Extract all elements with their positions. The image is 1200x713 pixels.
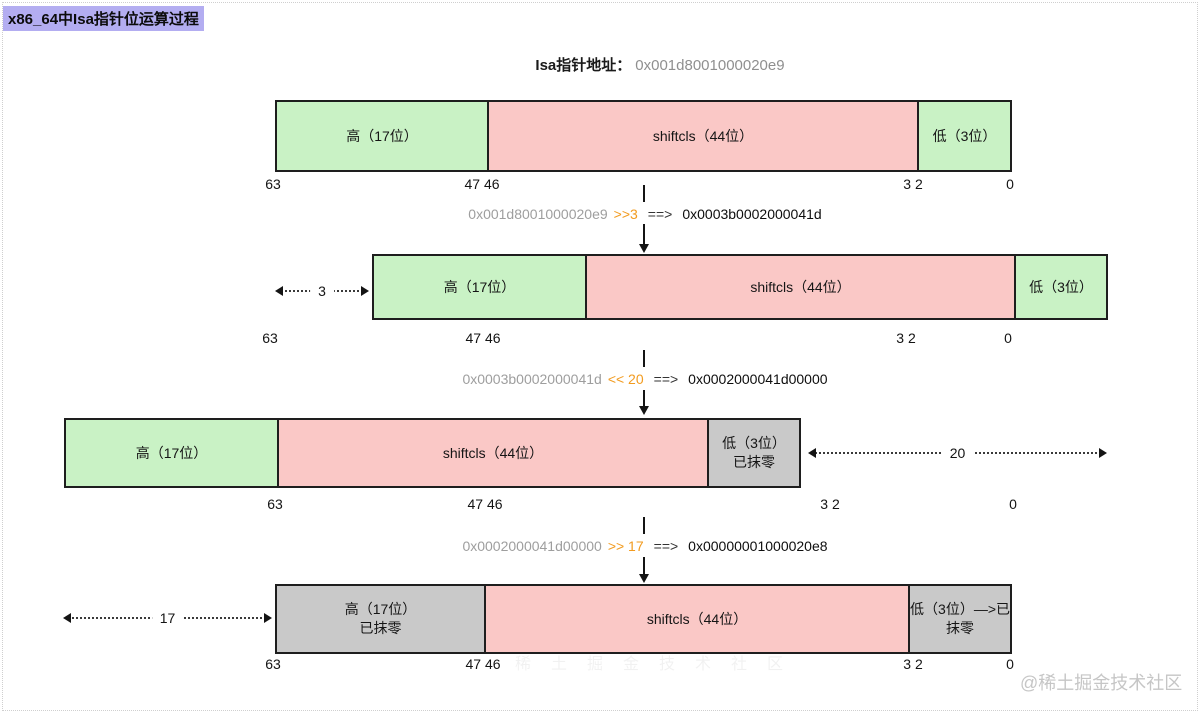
operation-1: 0x001d8001000020e9 >>3 ==> 0x0003b000200004… (468, 206, 821, 222)
segment-label: 高（17位） (443, 278, 516, 295)
bit-index-47-46: 47 46 (465, 330, 501, 346)
bit-index-63: 63 (262, 330, 278, 346)
connector-line (643, 350, 645, 367)
bit-bar-row-4: 高（17位） 已抹零 shiftcls（44位） 低（3位）—>已 抹零 (275, 584, 1012, 654)
segment-label: shiftcls（44位） (442, 444, 544, 461)
connector-line (643, 185, 645, 202)
segment-low-zeroed: 低（3位）—>已 抹零 (908, 586, 1010, 652)
bit-index-3-2: 3 2 (903, 656, 923, 672)
bit-index-47-46: 47 46 (465, 656, 501, 672)
page-title: x86_64中Isa指针位运算过程 (3, 6, 204, 31)
operation-result: 0x0003b0002000041d (682, 206, 822, 222)
bit-index-0: 0 (1006, 176, 1014, 192)
down-arrow-icon (643, 224, 645, 244)
segment-label: 已抹零 (733, 454, 775, 470)
segment-label: 高（17位） (135, 444, 208, 461)
operation-3: 0x0002000041d00000 >> 17 ==> 0x000000010000… (462, 538, 827, 554)
arrowhead-right-icon (361, 286, 369, 296)
bit-index-63: 63 (267, 496, 283, 512)
segment-label: shiftcls（44位） (652, 127, 754, 144)
operation-2: 0x0003b0002000041d << 20 ==> 0x0002000041d0… (462, 371, 827, 387)
watermark-ghost: 稀土掘金技术社区 (515, 656, 804, 673)
shift-amount-arrow-right-17: 17 (63, 610, 272, 626)
operation-implies-icon: ==> (647, 206, 673, 222)
connector-line (643, 517, 645, 534)
arrowhead-right-icon (1099, 448, 1107, 458)
operation-implies-icon: ==> (653, 538, 679, 554)
segment-label: shiftcls（44位） (750, 278, 851, 295)
operation-result: 0x0002000041d00000 (688, 371, 828, 387)
segment-label: 低（3位） (932, 127, 997, 144)
operation-implies-icon: ==> (653, 371, 679, 387)
bit-index-3-2: 3 2 (903, 176, 923, 192)
segment-shiftcls: shiftcls（44位） (585, 256, 1014, 318)
bit-index-3-2: 3 2 (896, 330, 916, 346)
arrowhead-left-icon (808, 448, 816, 458)
segment-low: 低（3位） (1014, 256, 1106, 318)
bit-index-47-46: 47 46 (464, 176, 500, 192)
segment-label: 高（17位） (344, 601, 417, 617)
segment-label: 抹零 (946, 620, 975, 636)
arrowhead-left-icon (275, 286, 283, 296)
segment-high: 高（17位） (374, 256, 585, 318)
shift-amount-label: 3 (310, 283, 334, 299)
bit-bar-row-1: 高（17位） shiftcls（44位） 低（3位） (275, 100, 1012, 172)
segment-high: 高（17位） (66, 420, 277, 486)
operation-shift: >>3 (613, 206, 638, 222)
segment-label: 低（3位）—>已 (910, 601, 1010, 617)
segment-high-zeroed: 高（17位） 已抹零 (277, 586, 485, 652)
watermark: @稀土掘金技术社区 (1020, 673, 1183, 693)
down-arrow-icon (643, 390, 645, 406)
segment-label: 已抹零 (359, 620, 402, 636)
bit-index-0: 0 (1009, 496, 1017, 512)
operation-input: 0x0002000041d00000 (462, 538, 602, 554)
isa-address-value: 0x001d8001000020e9 (635, 57, 785, 74)
segment-shiftcls: shiftcls（44位） (277, 420, 707, 486)
shift-amount-label: 17 (151, 610, 184, 626)
bit-index-63: 63 (265, 656, 281, 672)
segment-shiftcls: shiftcls（44位） (484, 586, 909, 652)
arrowhead-left-icon (63, 613, 71, 623)
bit-index-0: 0 (1004, 330, 1012, 346)
bit-index-3-2: 3 2 (820, 496, 840, 512)
shift-amount-arrow-left-20: 20 (808, 445, 1107, 461)
shift-amount-arrow-right-3: 3 (275, 283, 369, 299)
down-arrow-icon (643, 557, 645, 574)
bit-bar-row-3: 高（17位） shiftcls（44位） 低（3位） 已抹零 (64, 418, 801, 488)
operation-shift: >> 17 (607, 538, 644, 554)
bit-index-0: 0 (1006, 656, 1014, 672)
segment-label: 低（3位） (722, 435, 786, 451)
arrowhead-right-icon (264, 613, 272, 623)
segment-low-zeroed: 低（3位） 已抹零 (707, 420, 799, 486)
isa-address-header: Isa指针地址：0x001d8001000020e9 (535, 54, 784, 75)
operation-input: 0x001d8001000020e9 (468, 206, 608, 222)
operation-shift: << 20 (607, 371, 644, 387)
segment-label: 高（17位） (346, 127, 418, 144)
segment-low: 低（3位） (917, 102, 1010, 170)
isa-address-label: Isa指针地址： (535, 57, 632, 74)
segment-label: shiftcls（44位） (646, 610, 748, 627)
operation-result: 0x00000001000020e8 (688, 538, 828, 554)
bit-index-47-46: 47 46 (467, 496, 503, 512)
segment-high: 高（17位） (277, 102, 487, 170)
segment-label: 低（3位） (1029, 278, 1093, 295)
operation-input: 0x0003b0002000041d (462, 371, 602, 387)
bit-bar-row-2: 高（17位） shiftcls（44位） 低（3位） (372, 254, 1108, 320)
bit-index-63: 63 (265, 176, 281, 192)
shift-amount-label: 20 (941, 445, 974, 461)
segment-shiftcls: shiftcls（44位） (487, 102, 917, 170)
